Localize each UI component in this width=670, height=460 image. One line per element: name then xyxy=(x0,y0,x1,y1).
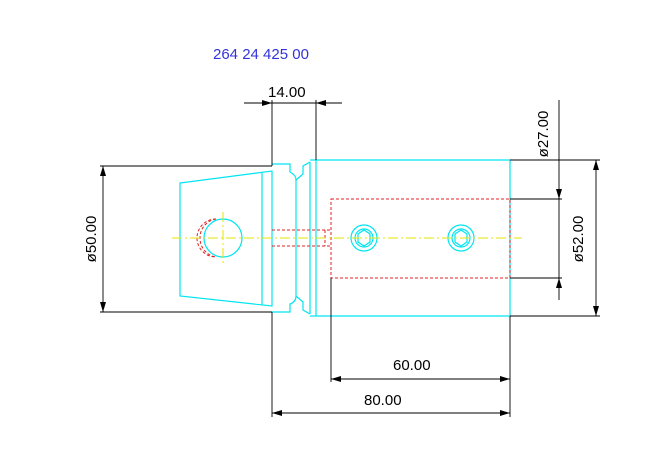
left-shank xyxy=(179,170,273,307)
dim-80: 80.00 xyxy=(271,312,510,417)
dim-80-text: 80.00 xyxy=(364,392,402,409)
dim-27-text: ø27.00 xyxy=(535,111,552,158)
dim-52: ø52.00 xyxy=(510,159,600,317)
groove xyxy=(295,161,311,315)
dim-14-text: 14.00 xyxy=(268,84,306,101)
dim-50-text: ø50.00 xyxy=(83,216,100,263)
dim-60: 60.00 xyxy=(330,278,511,417)
dim-52-text: ø52.00 xyxy=(570,216,587,263)
dim-14: 14.00 xyxy=(244,84,342,166)
dim-60-text: 60.00 xyxy=(393,357,431,374)
part-number: 264 24 425 00 xyxy=(213,46,309,63)
hidden-hole-arc xyxy=(196,218,217,258)
dim-50: ø50.00 xyxy=(83,165,272,313)
dim-27: ø27.00 xyxy=(510,100,562,300)
collar xyxy=(272,163,297,313)
